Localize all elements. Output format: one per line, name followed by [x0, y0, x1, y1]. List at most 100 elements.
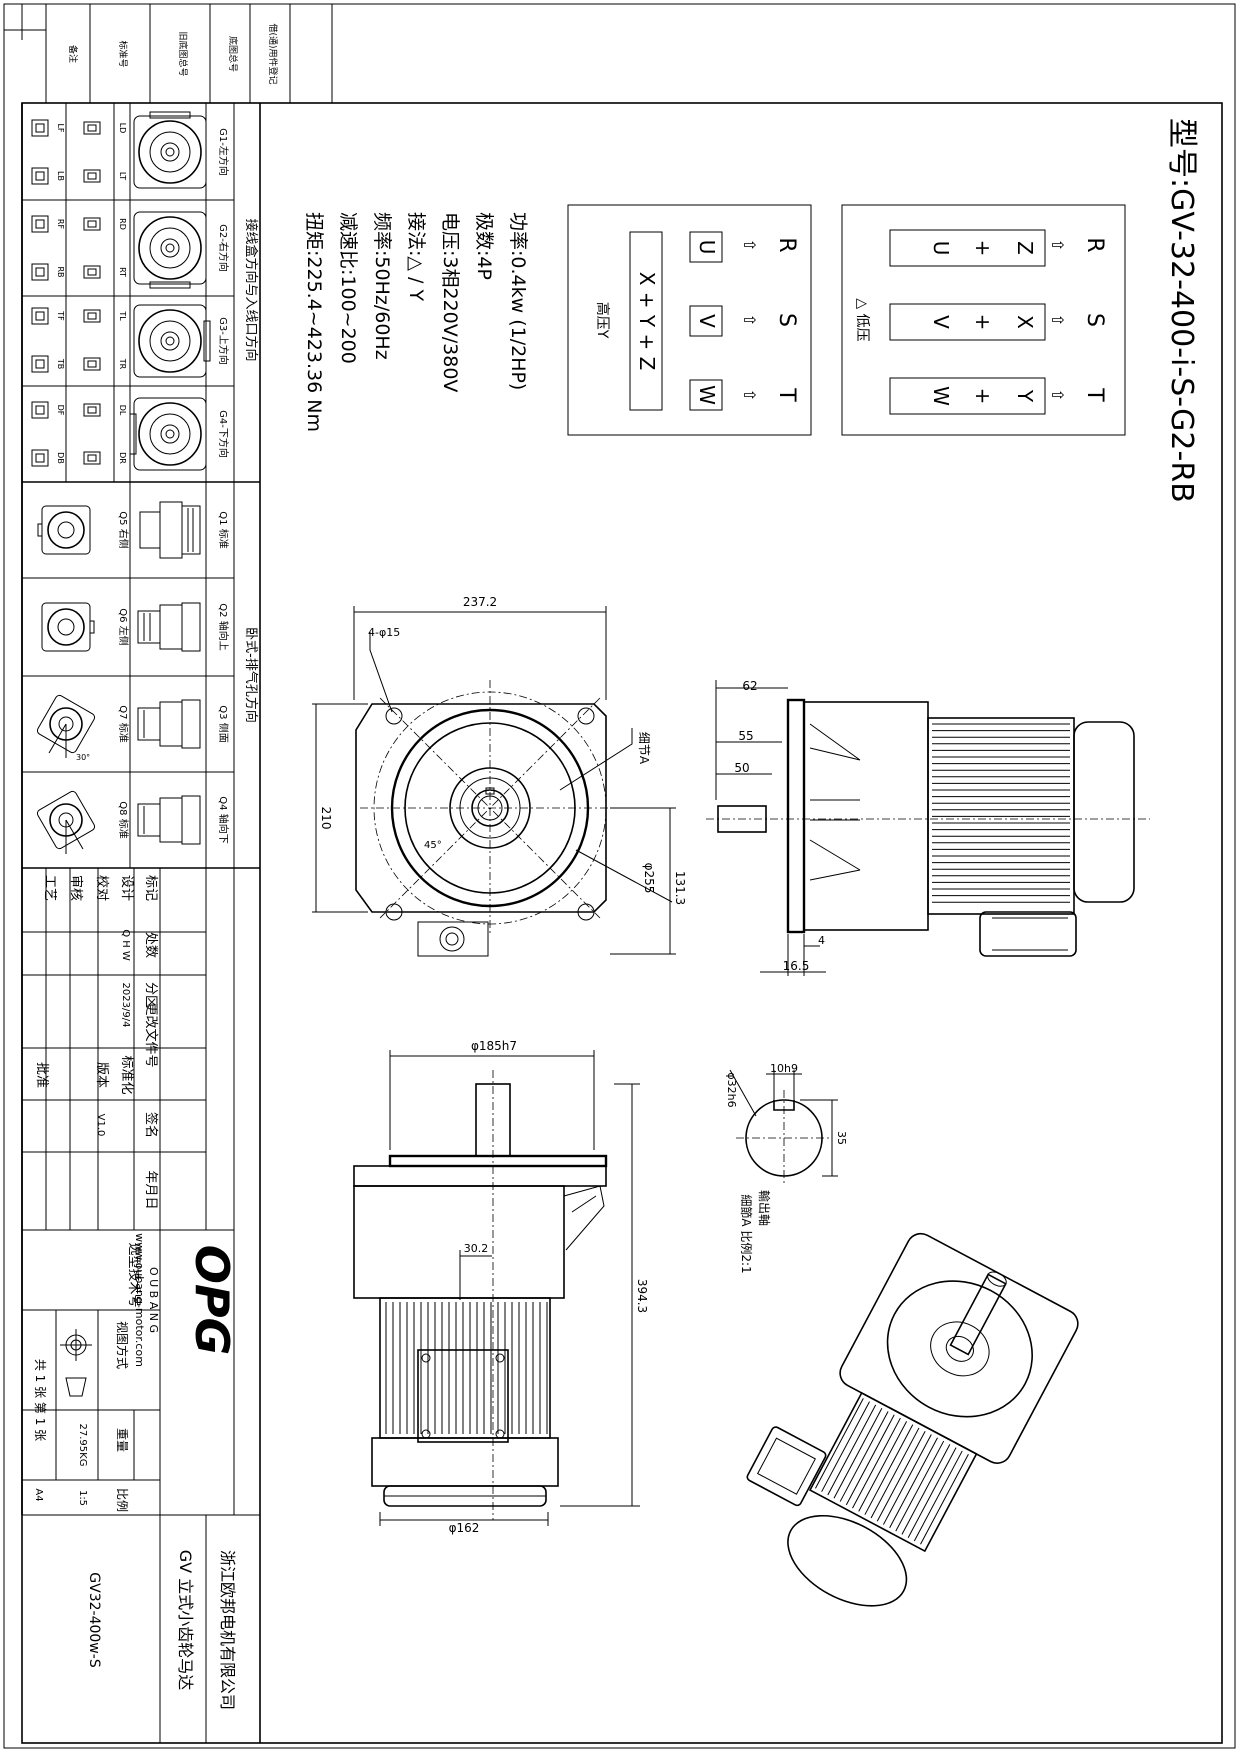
- dim-394-3: 394.3: [635, 1279, 649, 1313]
- box-label: TR: [118, 358, 127, 370]
- box-label: DB: [56, 452, 65, 464]
- arrow-icon: ⇧: [740, 238, 759, 251]
- spec-poles: 极数:4P: [473, 212, 495, 280]
- q-label: Q1 标准: [217, 511, 229, 548]
- tb-count: 处数: [143, 932, 158, 958]
- cooling-fin: [895, 1440, 945, 1532]
- box-labels: LD LT LF LB RD RT RF RB TL TR TF TB DL D…: [56, 123, 127, 465]
- cooling-fin: [839, 1411, 889, 1502]
- star-connection: X + Y + Z: [635, 272, 659, 371]
- g-motor-icons: [129, 111, 211, 471]
- top-strip: 备注 标准号 旧底图总号 底图总号 借(通)用件登记: [45, 4, 333, 103]
- title-block: 标记 处数 分区 更改文件号 签名 年月日 设计 校对 审核 工艺 标准化 版本…: [21, 868, 260, 1743]
- projection-symbol-icon: [60, 1329, 92, 1397]
- dim-30-2: 30.2: [464, 1242, 489, 1255]
- spec-frequency: 频率:50Hz/60Hz: [371, 212, 393, 360]
- g-label: G2-右方向: [217, 224, 230, 272]
- product-name: GV 立式小齿轮马达: [176, 1550, 195, 1690]
- tb-paper: A4: [33, 1488, 44, 1501]
- tb-version-label: 版本: [94, 1062, 109, 1088]
- box-label: TB: [56, 358, 65, 369]
- box-label: LF: [56, 123, 65, 132]
- tb-scale-label: 比例: [115, 1488, 129, 1512]
- dim-131: 131.3: [673, 871, 687, 905]
- brand-logo: OPG: [185, 1245, 239, 1356]
- dim-phi255: φ255: [642, 863, 656, 894]
- side-header-terminal: 接线盒方向与入线口方向: [243, 218, 259, 361]
- model-text: 型号:GV-32-400-i-S-G2-RB: [1164, 118, 1199, 503]
- box-label: RF: [56, 219, 65, 230]
- spec-wiring: 接法:△ / Y: [405, 212, 427, 301]
- front-view: 237.2 4-φ15 210 45° φ255 131.3 细节A: [312, 595, 687, 957]
- tb-view-method: 视图方式: [115, 1321, 130, 1369]
- company-name: 浙江欧邦电机有限公司: [218, 1550, 237, 1710]
- q-motor-icons: 30°: [36, 501, 201, 854]
- terminal-label: W: [929, 386, 953, 406]
- box-label: TF: [56, 310, 65, 321]
- spec-list: 功率:0.4kw (1/2HP) 极数:4P 电压:3相220V/380V 接法…: [303, 212, 529, 432]
- arrow-icon: ⇧: [1048, 313, 1067, 326]
- arrow-icon: ⇧: [1048, 238, 1067, 251]
- model-title: 型号:GV-32-400-i-S-G2-RB: [1164, 118, 1199, 503]
- terminal-label: U: [695, 240, 719, 255]
- cooling-fin: [815, 1398, 864, 1489]
- side-header-breather: 卧式-排气孔方向: [243, 627, 259, 723]
- cooling-fin: [882, 1434, 932, 1525]
- vertical-view: φ185h7 30.2 394.3 φ162: [353, 1039, 649, 1535]
- tb-design: 设计: [119, 875, 134, 901]
- arrow-icon: ⇧: [1048, 388, 1067, 401]
- tb-process: 工艺: [42, 875, 57, 901]
- strip-label-standard: 标准号: [117, 40, 129, 67]
- tb-version: V1.0: [95, 1114, 106, 1137]
- q-label: Q3 侧面: [217, 705, 230, 742]
- q-label: Q6 左侧: [117, 608, 130, 645]
- spec-voltage: 电压:3相220V/380V: [439, 212, 461, 392]
- terminal-label: X: [1013, 315, 1037, 329]
- box-label: RB: [56, 266, 65, 277]
- tb-date: 2023/9/4: [120, 983, 131, 1028]
- arrow-icon: ⇧: [740, 313, 759, 326]
- terminal-label: R: [1082, 237, 1107, 252]
- spec-power: 功率:0.4kw (1/2HP): [507, 212, 529, 390]
- tb-selection-no: 选型技术号: [126, 1242, 141, 1307]
- tb-zone: 分区: [143, 982, 158, 1008]
- tb-designer: Q H W: [120, 929, 131, 961]
- q-label: Q4 轴向下: [217, 796, 230, 843]
- plus-label: +: [971, 240, 995, 257]
- tb-weight-label: 重量: [115, 1428, 129, 1452]
- side-view: 62 55 50 16.5 4: [706, 679, 1150, 976]
- tb-mark: 标记: [143, 875, 158, 901]
- terminal-label: Y: [1013, 389, 1037, 403]
- terminal-label: T: [774, 387, 799, 402]
- dim-phi32: φ32h6: [725, 1072, 738, 1107]
- tb-weight: 27.95KG: [77, 1424, 88, 1467]
- strip-label-base: 底图总号: [227, 36, 239, 72]
- cooling-fin: [821, 1401, 870, 1492]
- terminal-label: U: [929, 241, 953, 256]
- box-label: DR: [118, 452, 127, 464]
- dim-10h9: 10h9: [770, 1062, 798, 1075]
- strip-label-remark: 备注: [67, 45, 79, 63]
- wiring-low-voltage: R S T ⇧ ⇧ ⇧ Z + U X + V Y + W △ 低压: [841, 204, 1126, 436]
- tb-sheets: 共 1 张 第 1 张: [33, 1359, 47, 1441]
- cooling-fin: [833, 1407, 883, 1499]
- arrow-icon: ⇧: [740, 388, 759, 401]
- detail-a-label: 细节A: [637, 732, 651, 765]
- brand-website: www.oubang-motor.com: [133, 1233, 146, 1367]
- q-label: Q2 轴向上: [217, 603, 230, 650]
- cooling-fin: [870, 1427, 920, 1519]
- box-label: RT: [118, 267, 127, 277]
- tb-review: 审核: [68, 875, 83, 901]
- shaft-note-scale: 細節A 比例2:1: [739, 1194, 754, 1273]
- terminal-label: V: [929, 315, 953, 329]
- box-label: RD: [118, 218, 127, 230]
- cooling-fin: [827, 1404, 877, 1496]
- g-label: G1-左方向: [217, 128, 230, 176]
- dim-4phi15: 4-φ15: [368, 626, 400, 639]
- dim-55: 55: [738, 729, 753, 743]
- box-label: LD: [118, 123, 127, 134]
- plus-label: +: [971, 314, 995, 331]
- box-label: LB: [56, 171, 65, 181]
- tb-scale: 1:5: [77, 1490, 88, 1506]
